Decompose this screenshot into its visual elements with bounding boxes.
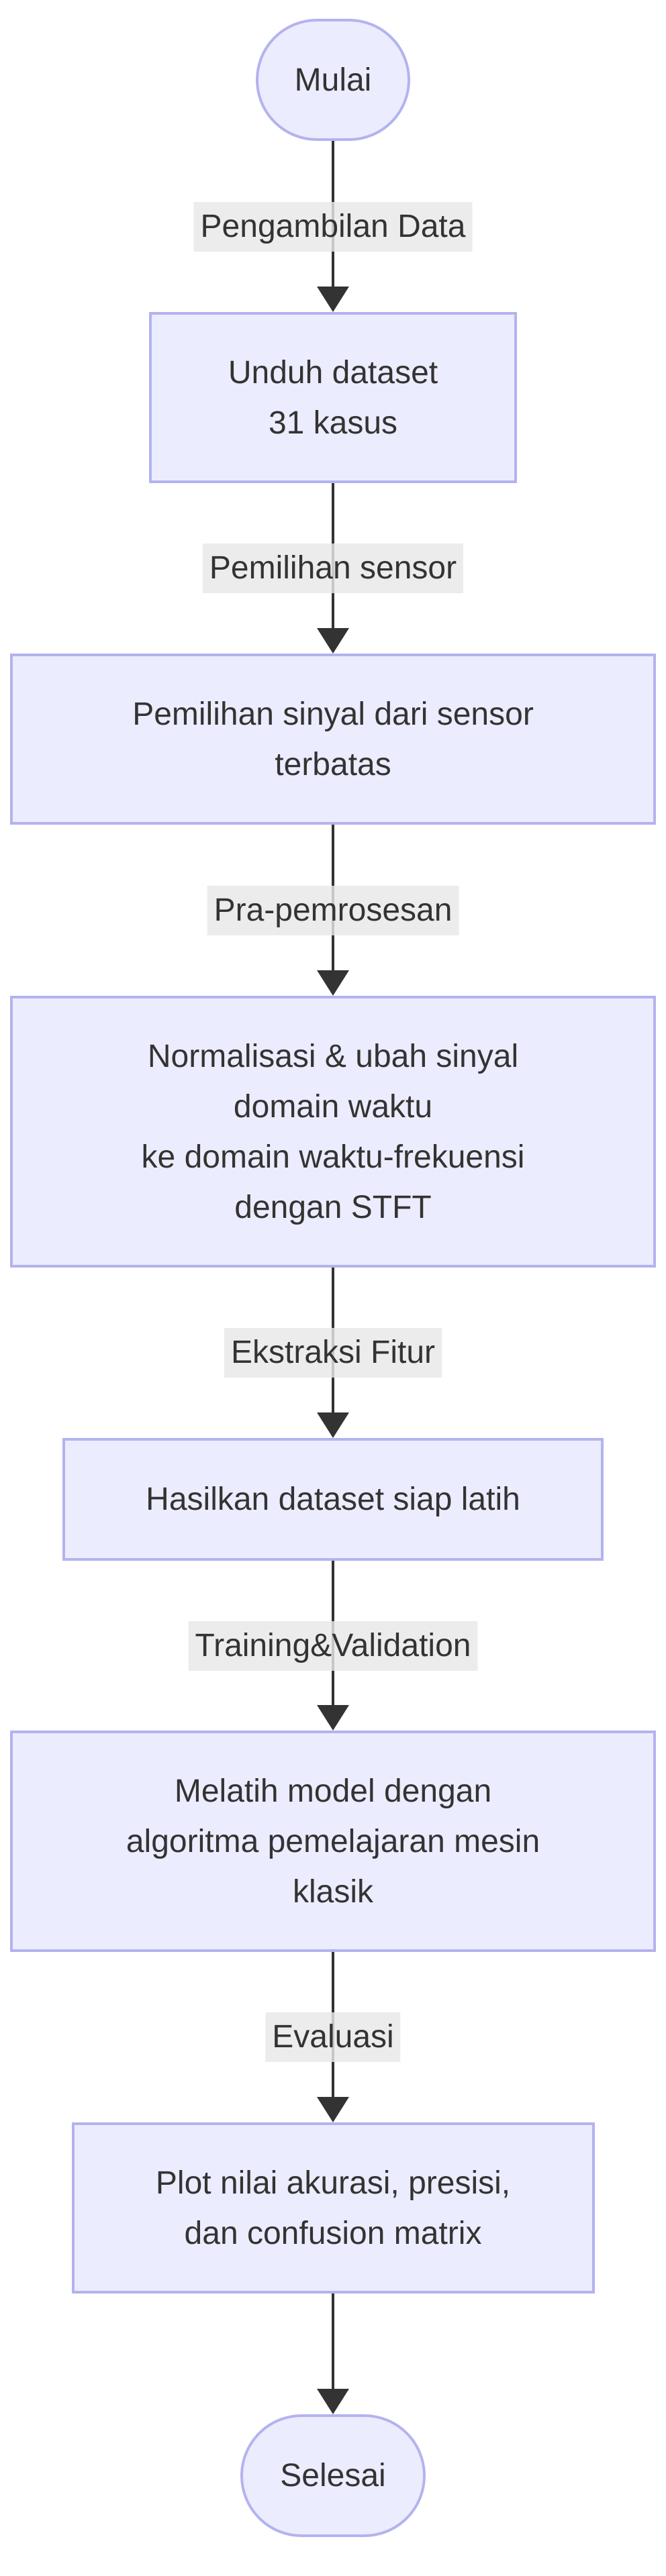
edge-label-pra-pemrosesan: Pra-pemrosesan — [207, 885, 459, 935]
node-end-label: Selesai — [280, 2458, 386, 2493]
node-start-mulai: Mulai — [256, 19, 410, 141]
node-label-line: Normalisasi & ubah sinyal — [147, 1038, 519, 1074]
node-label-line: terbatas — [275, 746, 391, 782]
node-unduh-dataset: Unduh dataset 31 kasus — [149, 312, 517, 483]
node-end-selesai: Selesai — [240, 2414, 426, 2537]
arrowhead-icon — [317, 1705, 349, 1731]
edge-label-training-validation: Training&Validation — [188, 1620, 478, 1671]
node-label-line: klasik — [292, 1873, 374, 1910]
edge-label-text: Training&Validation — [195, 1627, 471, 1663]
edge-label-text: Pemilihan sensor — [209, 550, 457, 586]
edge-label-text: Evaluasi — [272, 2019, 394, 2055]
arrowhead-icon — [317, 2389, 349, 2414]
edge-plot-end — [313, 2294, 353, 2414]
node-label-line: Pemilihan sinyal dari sensor — [132, 696, 534, 732]
node-hasilkan-dataset: Hasilkan dataset siap latih — [62, 1438, 604, 1561]
node-label-line: dan confusion matrix — [184, 2215, 482, 2251]
node-label-line: dengan STFT — [234, 1189, 432, 1225]
node-pemilihan-sinyal: Pemilihan sinyal dari sensor terbatas — [10, 654, 656, 825]
edge-label-text: Pra-pemrosesan — [213, 892, 453, 928]
node-start-label: Mulai — [294, 62, 372, 98]
edge-dataset-train: Training&Validation — [188, 1561, 478, 1731]
arrowhead-icon — [317, 2097, 349, 2122]
edge-label-text: Pengambilan Data — [200, 208, 466, 244]
arrowhead-icon — [317, 1412, 349, 1438]
node-label-line: Unduh dataset — [228, 354, 438, 391]
edge-label-text: Ekstraksi Fitur — [230, 1335, 436, 1370]
node-label-line: Plot nilai akurasi, presisi, — [155, 2165, 511, 2201]
edge-label-evaluasi: Evaluasi — [265, 2012, 401, 2062]
edge-start-download: Pengambilan Data — [193, 141, 473, 312]
arrowhead-icon — [317, 628, 349, 654]
node-label-line: 31 kasus — [268, 405, 398, 441]
node-plot-hasil: Plot nilai akurasi, presisi, dan confusi… — [71, 2122, 595, 2294]
node-normalisasi-stft: Normalisasi & ubah sinyal domain waktu k… — [10, 996, 656, 1268]
edge-train-plot: Evaluasi — [265, 1952, 401, 2122]
edge-label-pengambilan-data: Pengambilan Data — [193, 201, 473, 252]
node-label-line: Melatih model dengan — [174, 1773, 492, 1809]
edge-line — [332, 2294, 334, 2389]
edge-download-sensor: Pemilihan sensor — [202, 483, 464, 654]
node-label-line: Hasilkan dataset siap latih — [146, 1482, 520, 1517]
edge-label-pemilihan-sensor: Pemilihan sensor — [202, 544, 464, 593]
node-label-line: domain waktu — [233, 1088, 433, 1125]
node-label-line: algoritma pemelajaran mesin — [126, 1823, 540, 1859]
edge-preprocess-dataset: Ekstraksi Fitur — [224, 1268, 442, 1438]
arrowhead-icon — [317, 287, 349, 312]
edge-label-ekstraksi-fitur: Ekstraksi Fitur — [224, 1328, 442, 1378]
arrowhead-icon — [317, 970, 349, 996]
edge-sensor-preprocess: Pra-pemrosesan — [207, 825, 459, 996]
node-melatih-model: Melatih model dengan algoritma pemelajar… — [10, 1731, 656, 1952]
node-label-line: ke domain waktu-frekuensi — [141, 1139, 525, 1175]
